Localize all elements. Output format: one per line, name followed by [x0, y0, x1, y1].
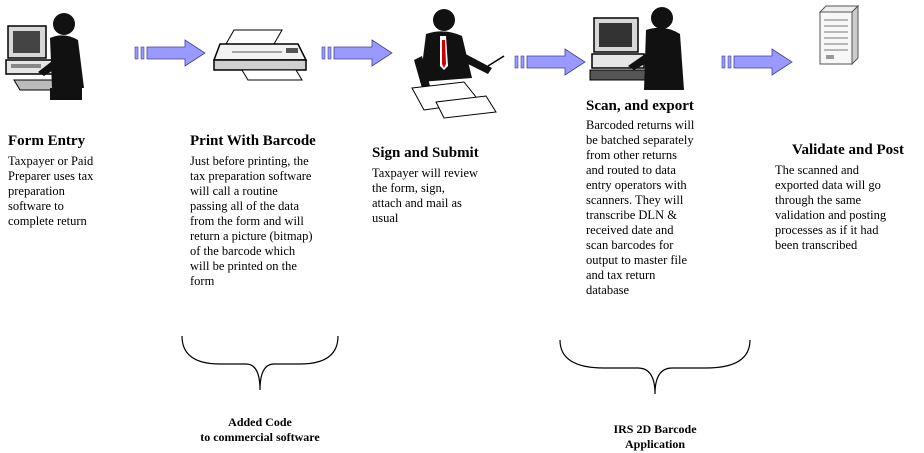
stage-title-validate-and-post: Validate and Post [792, 142, 904, 158]
stage-title-form-entry: Form Entry [8, 133, 86, 149]
stage-description-validate-and-post: The scanned and exported data will go th… [775, 163, 887, 252]
arrow-sign-to-scan [514, 48, 586, 76]
stage-title-scan-and-export: Scan, and export [586, 98, 694, 114]
arrow-scan-to-validate [721, 48, 793, 76]
brace-label-added-code: Added Code to commercial software [200, 415, 320, 444]
stage-title-print-with-barcode: Print With Barcode [190, 133, 316, 149]
arrow-form-to-print [134, 39, 206, 67]
stage-title-sign-and-submit: Sign and Submit [372, 145, 479, 161]
server-icon [818, 4, 860, 66]
scanner-operator-icon [589, 7, 684, 90]
brace-left [181, 335, 339, 391]
stage-description-form-entry: Taxpayer or Paid Preparer uses tax prepa… [8, 154, 94, 228]
brace-label-irs-2d-barcode: IRS 2D Barcode Application [613, 422, 697, 451]
arrow-print-to-sign [321, 39, 393, 67]
stage-description-scan-and-export: Barcoded returns will be batched separat… [586, 118, 695, 297]
stage-description-sign-and-submit: Taxpayer will review the form, sign, att… [372, 166, 479, 225]
stage-description-print-with-barcode: Just before printing, the tax preparatio… [190, 154, 313, 288]
printer-icon [212, 29, 308, 81]
person-at-computer-icon [5, 13, 84, 100]
person-signing-icon [411, 9, 505, 119]
brace-right [559, 339, 751, 395]
